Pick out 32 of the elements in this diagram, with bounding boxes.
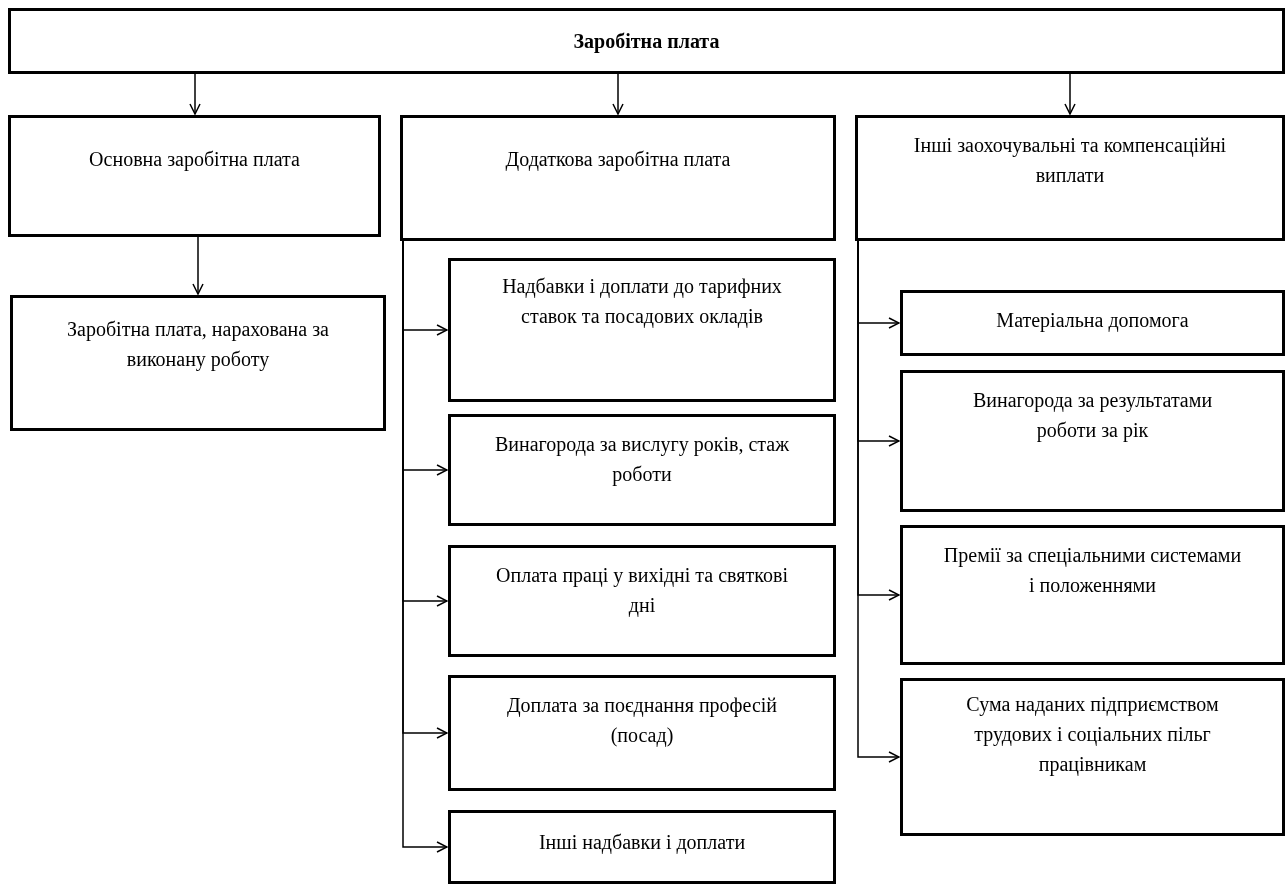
box-text: Доплата за поєднання професій (посад) <box>505 693 779 749</box>
process-box <box>900 290 1285 356</box>
box-text: Винагорода за результатами роботи за рік <box>971 388 1214 444</box>
arrow <box>612 73 624 115</box>
box-text: Надбавки і доплати до тарифних ставок та посадових окладів <box>501 274 783 330</box>
box-text: Заробітна плата, нарахована за виконану роботу <box>66 317 330 373</box>
box-text: Інші заохочувальні та компенсаційні виплати <box>912 133 1228 188</box>
process-box <box>448 414 836 526</box>
arrow <box>1064 73 1076 115</box>
process-box <box>900 678 1285 836</box>
process-box <box>900 370 1285 512</box>
title-box <box>8 8 1285 74</box>
process-box <box>10 295 386 431</box>
process-box <box>855 115 1285 241</box>
box-text: Винагорода за вислугу років, стаж роботи <box>493 432 791 488</box>
box-text: Основна заробітна плата <box>89 147 300 173</box>
process-box <box>448 545 836 657</box>
process-box <box>900 525 1285 665</box>
box-text: Матеріальна допомога <box>996 308 1189 334</box>
arrow <box>189 73 201 115</box>
box-text: Додаткова заробітна плата <box>505 147 731 173</box>
process-box <box>448 258 836 402</box>
box-text: Сума наданих підприємством трудових і соціальних пільг працівникам <box>965 692 1220 778</box>
box-text: Премії за спеціальними системами і положеннями <box>943 543 1242 598</box>
box-text: Оплата праці у вихідні та святкові дні <box>495 563 789 619</box>
box-text: Заробітна плата <box>573 29 720 55</box>
process-box <box>448 810 836 884</box>
process-box <box>448 675 836 791</box>
process-box <box>8 115 381 237</box>
process-box <box>400 115 836 241</box>
arrow <box>192 236 204 295</box>
box-text: Інші надбавки і доплати <box>538 830 746 856</box>
